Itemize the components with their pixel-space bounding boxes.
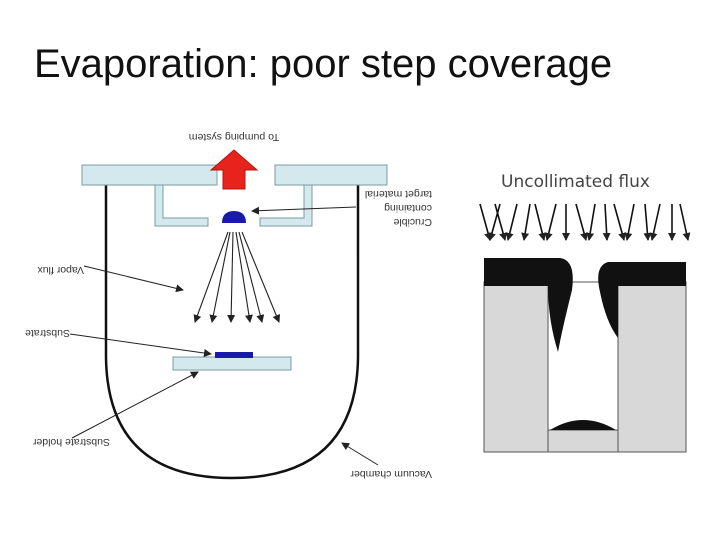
label-pumping: To pumping system xyxy=(189,131,280,143)
leader-vapor-flux xyxy=(83,265,184,293)
label-crucible-3: target material xyxy=(365,188,432,200)
leader-crucible xyxy=(251,206,357,215)
chamber-lid-right xyxy=(274,164,388,186)
substrate xyxy=(215,352,253,358)
substrate-holder xyxy=(172,356,292,371)
deposit-trench-bottom xyxy=(550,420,616,430)
leader-substrate-holder xyxy=(71,371,199,439)
step-coverage-diagram: Uncollimated flux xyxy=(479,172,691,453)
deposit-top-right xyxy=(598,262,686,338)
leader-substrate xyxy=(69,333,212,357)
evaporation-chamber-diagram: To pumping system Crucible containing ta… xyxy=(25,131,432,480)
pumping-arrow-icon xyxy=(209,149,259,190)
deposit-top-left xyxy=(484,258,573,352)
uncollimated-flux-arrows xyxy=(479,203,691,241)
label-vapor-flux: Vapor flux xyxy=(37,264,84,276)
uncollimated-flux-title: Uncollimated flux xyxy=(501,172,650,192)
crucible-support-left xyxy=(154,184,209,227)
crucible-target xyxy=(222,211,246,223)
vacuum-chamber-wall xyxy=(104,185,360,480)
slide-title: Evaporation: poor step coverage xyxy=(34,42,613,86)
label-substrate: Substrate xyxy=(25,327,70,339)
crucible-support-right xyxy=(259,184,313,227)
label-substrate-holder: Substrate holder xyxy=(32,436,110,448)
leader-vacuum-chamber xyxy=(341,442,379,466)
vapor-flux-lines xyxy=(193,231,281,323)
chamber-lid-left xyxy=(81,164,218,186)
label-crucible-2: containing xyxy=(384,202,432,214)
label-vacuum-chamber: Vacuum chamber xyxy=(350,468,432,480)
label-crucible-1: Crucible xyxy=(393,216,432,228)
